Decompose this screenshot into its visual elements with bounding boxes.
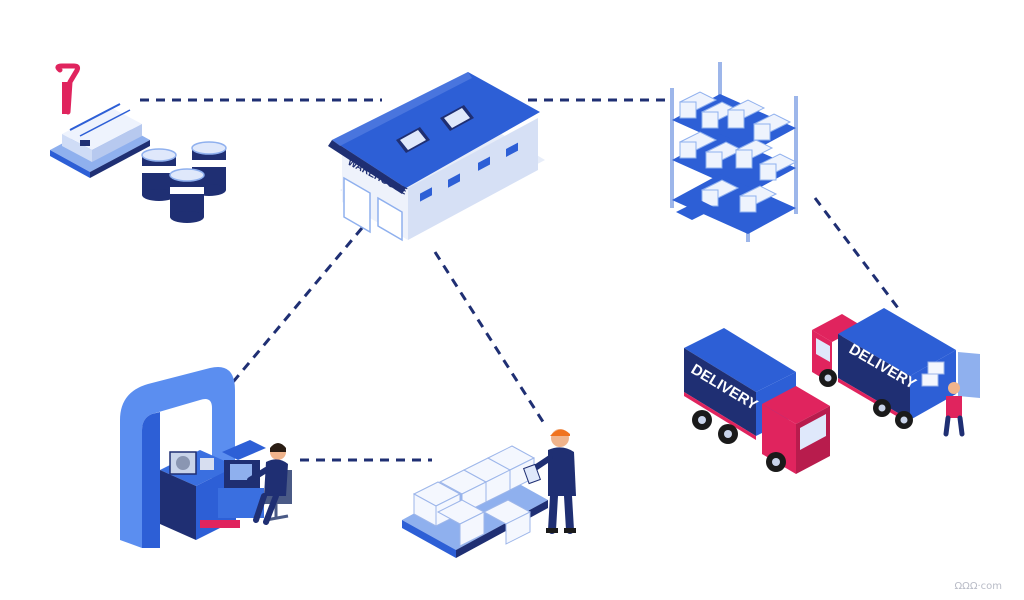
pallet-boxes — [402, 445, 548, 558]
connector-warehouse-factory — [226, 227, 364, 389]
connector-warehouse-worker — [433, 251, 547, 426]
barrel — [169, 168, 205, 223]
delivery-truck-front: DELIVERY — [684, 328, 830, 474]
watermark: ΩΩΩ·com — [954, 581, 1002, 592]
loading-worker — [921, 361, 965, 437]
delivery-truck-back: DELIVERY — [812, 308, 980, 429]
warehouse-building: WAREHOUSE — [328, 72, 545, 242]
storage-rack — [670, 62, 798, 242]
worker-with-clipboard — [522, 429, 576, 534]
cnc-machine — [120, 366, 266, 548]
connectors — [140, 98, 900, 462]
connector-rack-trucks — [813, 197, 900, 309]
barrels-illustration — [141, 141, 227, 223]
machine-operator — [247, 443, 292, 525]
pallet-jack-illustration — [50, 63, 150, 178]
